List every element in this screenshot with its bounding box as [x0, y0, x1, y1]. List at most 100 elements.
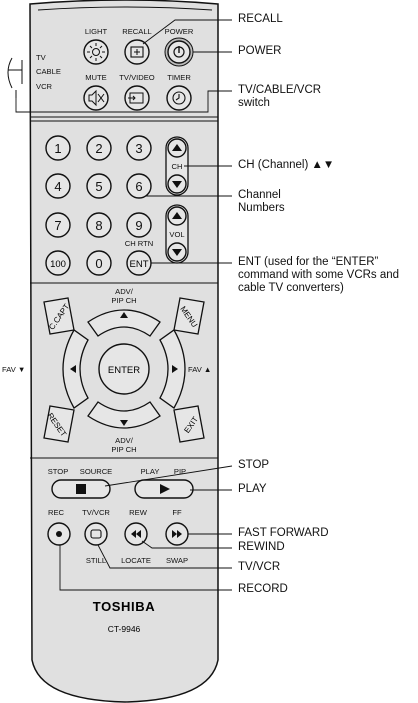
callout-record: RECORD — [238, 583, 288, 595]
fast-forward-icon — [172, 530, 182, 538]
triangle-down-icon — [172, 249, 182, 256]
tv-vcr-label: TV/VCR — [82, 508, 110, 517]
exit-button[interactable]: EXIT — [173, 405, 205, 443]
svg-text:7: 7 — [54, 218, 61, 233]
callout-numbers-line1: Channel — [238, 189, 281, 201]
triangle-up-icon — [172, 212, 182, 219]
callout-stop: STOP — [238, 459, 270, 471]
fav-down-label: FAV ▼ — [2, 365, 25, 374]
locate-label: LOCATE — [121, 556, 151, 565]
up-arrow-button[interactable] — [87, 309, 161, 337]
svg-text:4: 4 — [54, 179, 61, 194]
reset-button[interactable]: RESET — [43, 405, 75, 443]
number-pad: 1 2 3 4 5 6 7 8 9 100 0 CH RTN ENT — [45, 135, 154, 276]
switch-label-vcr: VCR — [36, 82, 53, 91]
ch-down-button[interactable] — [167, 174, 187, 194]
tv-video-button[interactable] — [124, 85, 150, 111]
right-arrow-button[interactable] — [159, 329, 186, 409]
stop-button[interactable] — [51, 479, 111, 499]
adv-pip-ch-bottom-label-2: PIP CH — [111, 445, 136, 454]
rec-label: REC — [48, 508, 65, 517]
play-button[interactable] — [134, 479, 194, 499]
brand-logo: TOSHIBA — [93, 599, 155, 614]
number-button-4[interactable]: 4 — [45, 173, 71, 199]
number-button-3[interactable]: 3 — [126, 135, 152, 161]
fav-up-label: FAV ▲ — [188, 365, 211, 374]
tv-screen-icon — [90, 529, 102, 539]
number-button-5[interactable]: 5 — [86, 173, 112, 199]
recall-label: RECALL — [122, 27, 152, 36]
menu-button[interactable]: MENU — [173, 297, 205, 335]
number-button-6[interactable]: 6 — [126, 173, 152, 199]
number-button-7[interactable]: 7 — [45, 212, 71, 238]
clock-icon — [172, 91, 186, 105]
navigation-pad: C.CAPT MENU RESET EXIT ADV/ PIP CH ADV/ … — [2, 287, 211, 454]
vol-rocker: VOL — [165, 204, 189, 264]
callout-recall: RECALL — [238, 13, 283, 25]
recall-icon — [130, 46, 144, 58]
c-capt-button[interactable]: C.CAPT — [43, 297, 75, 335]
number-button-100[interactable]: 100 — [45, 250, 71, 276]
ch-rocker: CH — [165, 136, 189, 196]
mute-speaker-icon — [88, 89, 105, 107]
tv-cable-vcr-switch[interactable]: TV CABLE VCR — [7, 53, 61, 98]
callout-ent: ENT (used for the “ENTER” command with s… — [238, 256, 400, 294]
ent-button[interactable]: ENT — [126, 250, 152, 276]
play-label: PLAY — [141, 467, 160, 476]
number-button-0[interactable]: 0 — [86, 250, 112, 276]
down-arrow-button[interactable] — [87, 401, 161, 429]
number-button-1[interactable]: 1 — [45, 135, 71, 161]
stop-label: STOP — [48, 467, 69, 476]
switch-label-tv: TV — [36, 53, 47, 62]
enter-button[interactable]: ENTER — [98, 343, 150, 395]
mute-label: MUTE — [85, 73, 107, 82]
triangle-up-icon — [120, 312, 128, 318]
light-button[interactable] — [83, 39, 109, 65]
mute-button[interactable] — [83, 85, 109, 111]
svg-text:6: 6 — [135, 179, 142, 194]
svg-text:100: 100 — [50, 259, 66, 270]
still-label: STILL — [86, 556, 106, 565]
stop-square-icon — [76, 484, 86, 494]
svg-text:ENT: ENT — [130, 259, 149, 270]
ch-up-button[interactable] — [167, 138, 187, 158]
timer-button[interactable] — [166, 85, 192, 111]
callout-power: POWER — [238, 45, 282, 57]
number-button-2[interactable]: 2 — [86, 135, 112, 161]
input-icon — [128, 92, 144, 104]
swap-label: SWAP — [166, 556, 188, 565]
recall-button[interactable] — [124, 39, 150, 65]
adv-pip-ch-top-label-2: PIP CH — [111, 296, 136, 305]
callout-fast-forward: FAST FORWARD — [238, 527, 329, 539]
number-button-8[interactable]: 8 — [86, 212, 112, 238]
left-arrow-button[interactable] — [62, 329, 89, 409]
fast-forward-button[interactable] — [165, 522, 189, 546]
number-button-9[interactable]: 9 — [126, 212, 152, 238]
svg-text:2: 2 — [95, 141, 102, 156]
callout-rewind: REWIND — [238, 541, 285, 553]
svg-text:5: 5 — [95, 179, 102, 194]
source-label: SOURCE — [80, 467, 113, 476]
play-triangle-icon — [160, 484, 170, 494]
tv-video-label: TV/VIDEO — [119, 73, 155, 82]
ch-label: CH — [172, 162, 183, 171]
power-label: POWER — [165, 27, 194, 36]
power-button[interactable] — [164, 37, 194, 67]
record-button[interactable] — [47, 522, 71, 546]
vol-label: VOL — [169, 230, 184, 239]
callout-tv-vcr: TV/VCR — [238, 561, 281, 573]
switch-label-cable: CABLE — [36, 67, 61, 76]
triangle-left-icon — [70, 365, 76, 373]
ch-rtn-label: CH RTN — [125, 239, 154, 248]
model-number: CT-9946 — [108, 624, 141, 634]
rewind-button[interactable] — [124, 522, 148, 546]
vol-down-button[interactable] — [167, 242, 187, 262]
vol-up-button[interactable] — [167, 206, 187, 226]
sun-icon — [87, 43, 105, 61]
callout-play: PLAY — [238, 483, 267, 495]
triangle-down-icon — [120, 420, 128, 426]
pip-label: PIP — [174, 467, 186, 476]
callout-ch: CH (Channel) ▲▼ — [238, 159, 335, 171]
tv-vcr-button[interactable] — [84, 522, 108, 546]
svg-text:9: 9 — [135, 218, 142, 233]
